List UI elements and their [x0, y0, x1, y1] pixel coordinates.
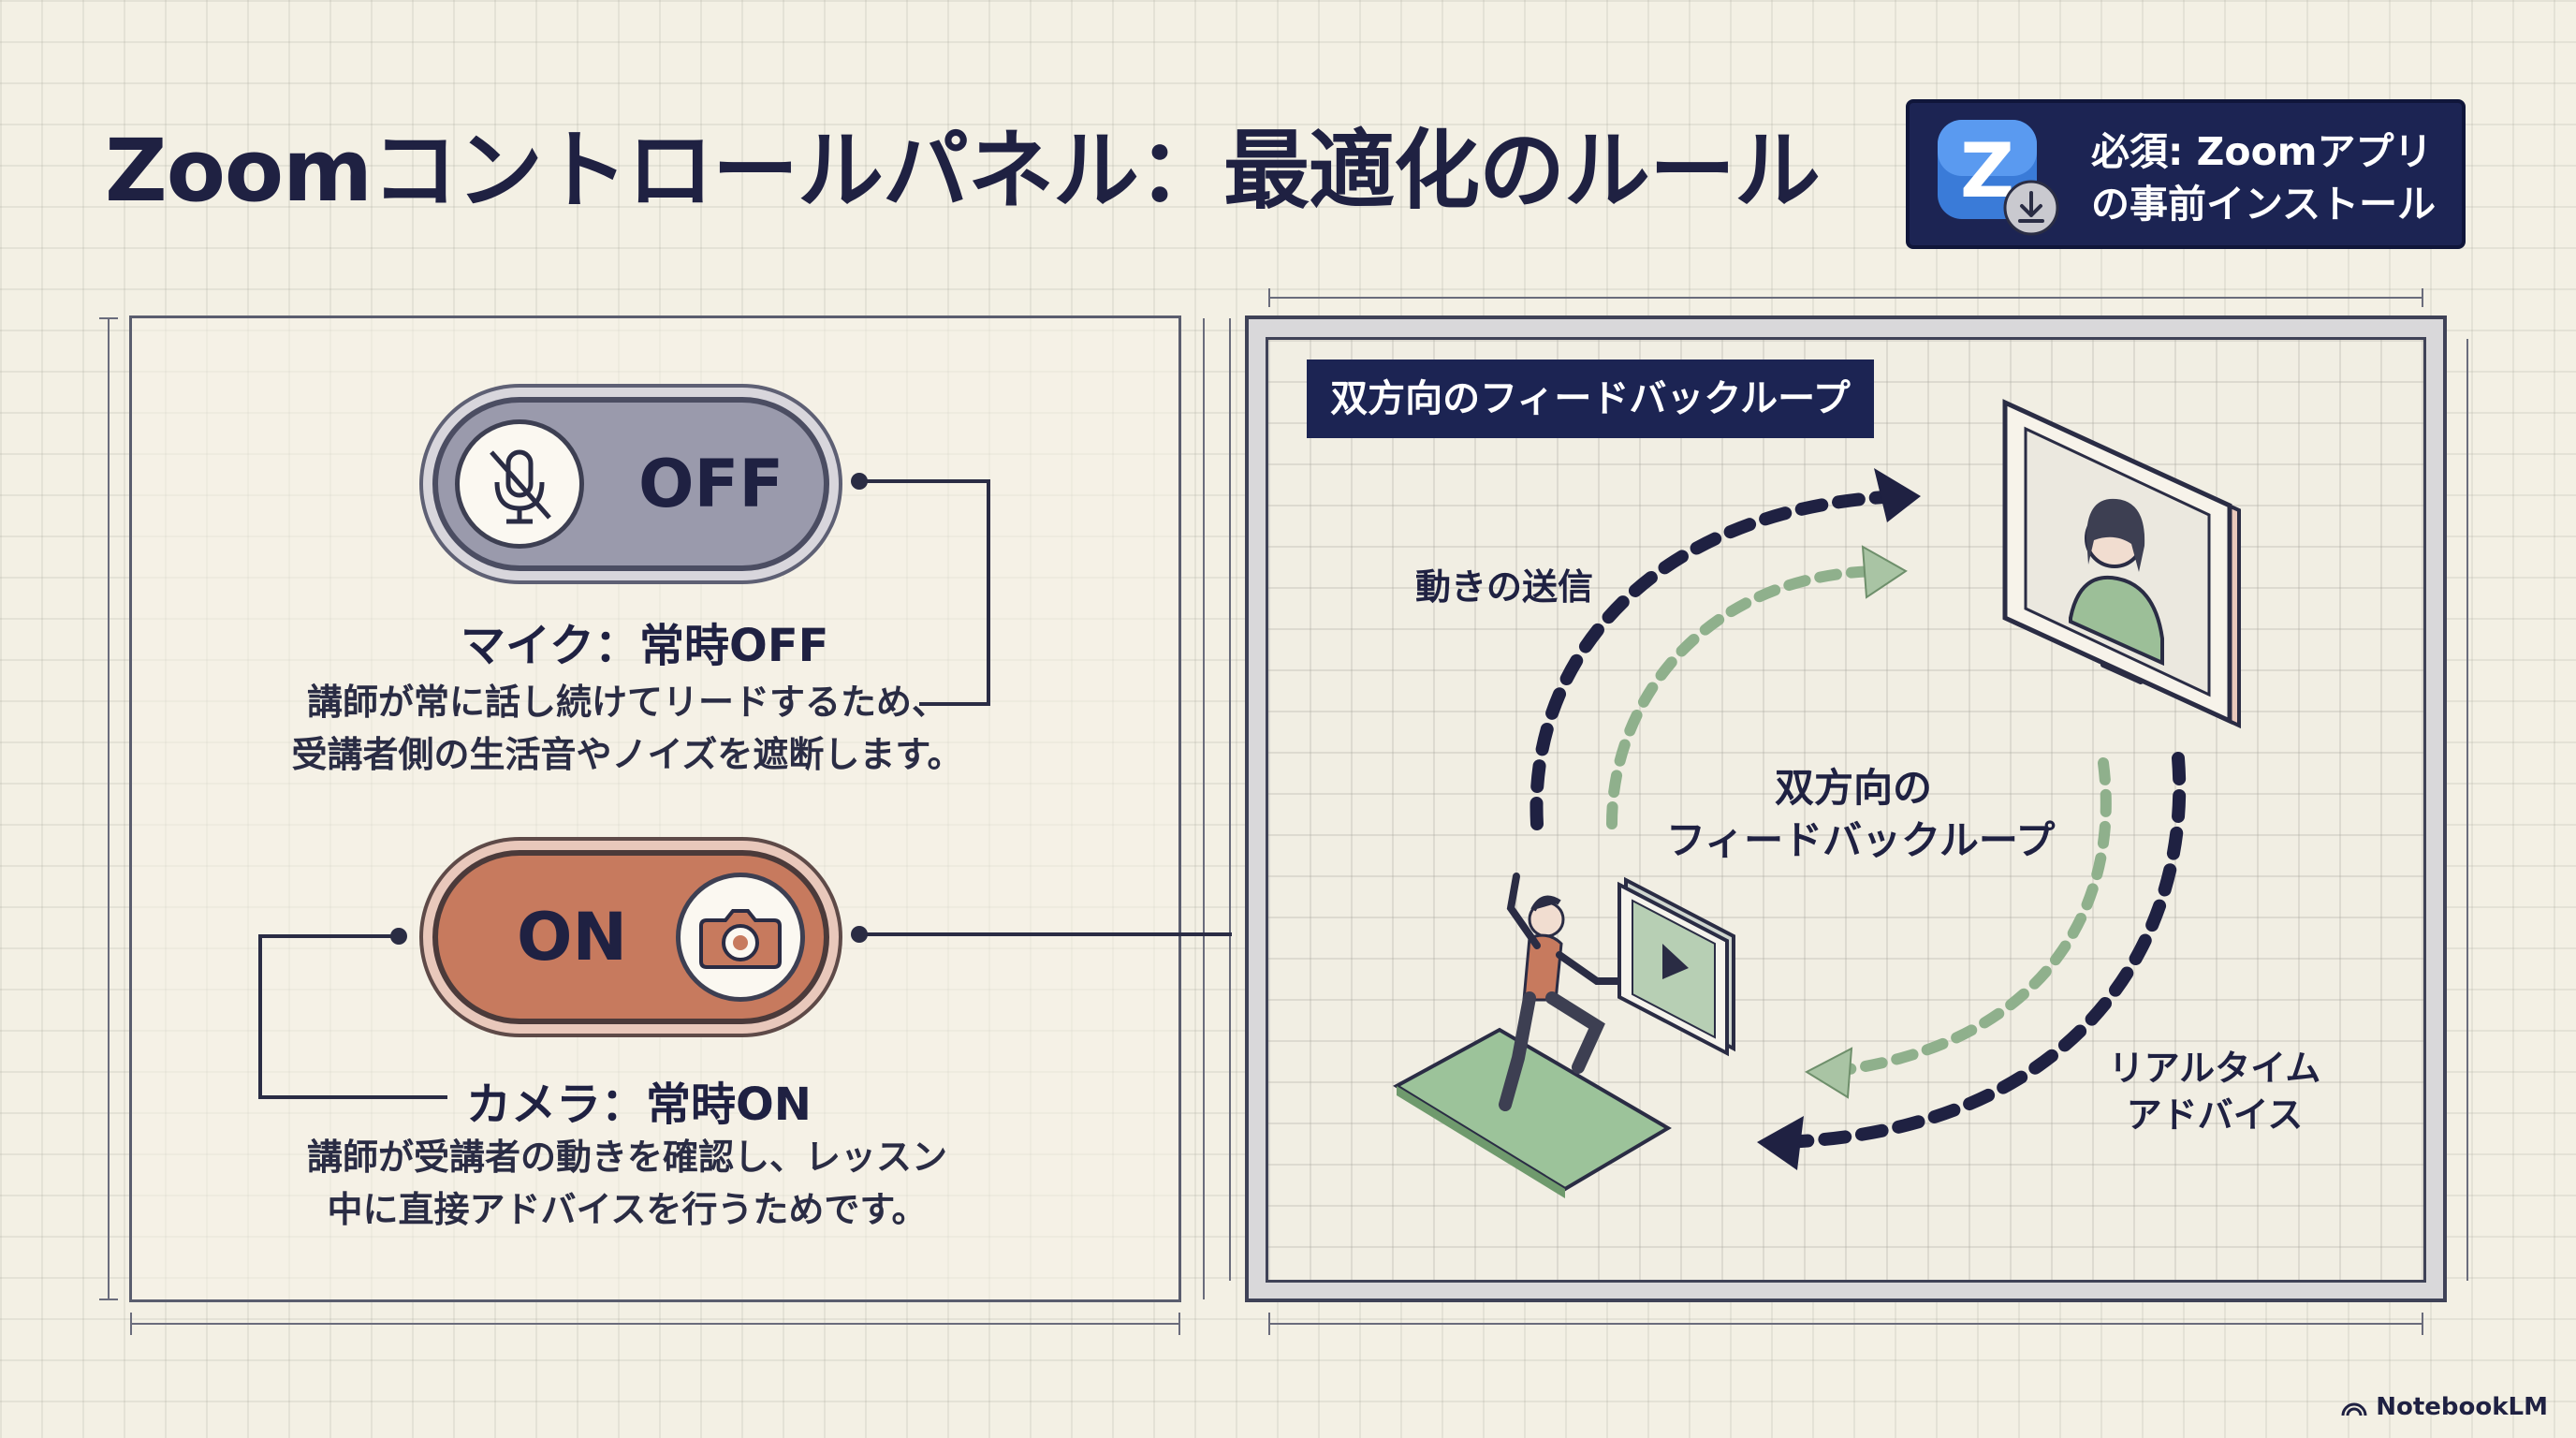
badge-text: 必須: Zoomアプリの事前インストール	[2091, 129, 2437, 227]
loop-center-label-line1: 双方向の	[1774, 765, 1932, 811]
page-title: Zoomコントロールパネル：最適化のルール	[105, 121, 1821, 221]
camera-description-line2: 中に直接アドバイスを行うためです。	[327, 1189, 928, 1230]
camera-icon	[676, 873, 805, 1002]
camera-toggle-label: ON	[517, 899, 628, 976]
mic-heading: マイク：常時OFF	[461, 620, 829, 672]
mic-toggle[interactable]: OFF	[432, 397, 829, 571]
instructor-monitor-icon	[2002, 399, 2241, 729]
realtime-advice-label-line1: リアルタイム	[2108, 1048, 2321, 1089]
send-arrowhead-green	[1861, 545, 1908, 599]
camera-heading: カメラ：常時ON	[466, 1078, 812, 1131]
mic-description-line2: 受講者側の生活音やノイズを遮断します。	[291, 734, 963, 775]
send-motion-label: 動きの送信	[1415, 566, 1594, 608]
install-badge: Z 必須: Zoomアプリの事前インストール	[1906, 99, 2466, 249]
send-arrow-dark	[1530, 490, 1909, 830]
feedback-panel-header: 双方向のフィードバックループ	[1307, 360, 1874, 438]
send-arrow-green	[1606, 565, 1889, 829]
loop-center-label-line2: フィードバックループ	[1666, 817, 2056, 863]
send-arrowhead-dark	[1874, 468, 1921, 522]
advice-arrow-green	[1822, 757, 2112, 1078]
feedback-loop-illustration	[1393, 399, 2241, 1198]
mic-toggle-label: OFF	[638, 446, 784, 522]
watermark-text: NotebookLM	[2376, 1393, 2548, 1421]
camera-toggle[interactable]: ON	[432, 850, 829, 1024]
notebooklm-logo-icon	[2341, 1402, 2367, 1416]
mic-muted-icon	[455, 419, 584, 549]
tablet-icon	[1617, 876, 1735, 1057]
advice-arrowhead-dark	[1757, 1116, 1804, 1170]
camera-description-line1: 講師が受講者の動きを確認し、レッスン	[306, 1137, 947, 1178]
realtime-advice-label-line2: アドバイス	[2126, 1094, 2304, 1136]
student-dancer-icon	[1393, 873, 1672, 1198]
advice-arrowhead-green	[1804, 1047, 1853, 1099]
zoom-download-icon: Z	[1934, 116, 2061, 238]
notebooklm-watermark: NotebookLM	[2340, 1393, 2548, 1421]
mic-description-line1: 講師が常に話し続けてリードするため、	[306, 682, 947, 723]
advice-arrow-dark	[1774, 752, 2187, 1149]
